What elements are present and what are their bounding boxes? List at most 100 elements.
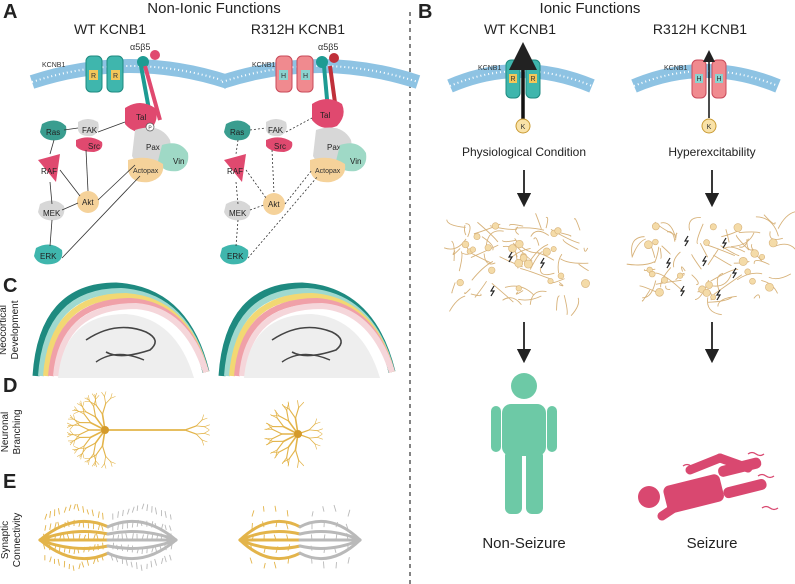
- neurite: [470, 293, 482, 297]
- svg-text:Neuronal: Neuronal: [0, 412, 11, 453]
- dendritic-spine: [121, 533, 124, 541]
- neurite: [560, 232, 572, 237]
- node-actopax: Actopax: [315, 168, 341, 175]
- dendrite: [286, 409, 290, 422]
- neuron-soma: [554, 227, 562, 235]
- dendritic-spine: [97, 511, 100, 518]
- panel-b-mut-label: R312H KCNB1: [653, 21, 747, 37]
- pathway-lines-wt: [49, 121, 141, 259]
- dendrite: [298, 538, 362, 550]
- dendrite: [101, 463, 105, 468]
- dendritic-spine: [275, 521, 278, 528]
- dendritic-spine: [49, 523, 52, 531]
- dendrite: [195, 419, 203, 427]
- neuron-soma: [488, 266, 496, 274]
- dendritic-spine: [63, 522, 66, 528]
- node-raf-shape: [38, 154, 60, 182]
- neurite: [716, 272, 724, 291]
- potassium-ion: [701, 118, 717, 134]
- node-raf-shape: [224, 154, 246, 182]
- dendritic-spine: [73, 547, 76, 555]
- dendrite: [106, 519, 178, 542]
- node-mek: MEK: [229, 209, 247, 218]
- neurite: [735, 234, 750, 251]
- dendritic-spine: [125, 533, 128, 541]
- dendrite: [73, 408, 79, 412]
- potassium-ion: [515, 118, 531, 134]
- dendritic-spine: [110, 555, 114, 561]
- dendrite: [85, 411, 97, 418]
- node-raf: RAF: [227, 167, 243, 176]
- dendrite: [314, 443, 318, 450]
- dendrite: [195, 433, 203, 441]
- neurite: [654, 246, 660, 264]
- node-fak-shape: [78, 119, 99, 137]
- neurite: [738, 231, 761, 234]
- integrin-head: [137, 56, 149, 68]
- dendritic-spine: [263, 506, 265, 512]
- person-standing-icon: [491, 373, 557, 514]
- dendrite: [82, 401, 85, 408]
- dendrite: [104, 391, 107, 397]
- neuron-soma: [759, 253, 766, 260]
- dendritic-spine: [154, 522, 158, 529]
- brain-interior: [58, 314, 194, 378]
- channel-label: KCNB1: [42, 62, 65, 69]
- dendrite: [201, 439, 205, 446]
- wt-outcome-label: Non-Seizure: [482, 535, 565, 552]
- neurite: [675, 272, 685, 281]
- dendritic-spine: [169, 554, 172, 561]
- dendritic-spine: [151, 545, 155, 553]
- neurite: [501, 239, 517, 243]
- phospho-marker: [145, 122, 155, 132]
- residue-box: [715, 74, 723, 83]
- dendritic-spine: [169, 525, 172, 531]
- neurite: [451, 240, 455, 262]
- dendrite: [74, 448, 78, 454]
- node-akt: Akt: [268, 200, 280, 209]
- mutant-condition-label: Hyperexcitability: [668, 145, 755, 159]
- neuron-soma: [768, 238, 778, 248]
- dendritic-spine: [154, 507, 158, 515]
- dendrite: [267, 438, 273, 445]
- residue-box: [89, 70, 98, 80]
- dendrite: [77, 445, 85, 450]
- integrin-head: [316, 56, 328, 68]
- node-actopax-shape: [310, 157, 346, 183]
- dendrite: [204, 430, 210, 434]
- dendritic-spine: [273, 561, 277, 569]
- dendritic-spine: [76, 503, 80, 512]
- neurite: [578, 263, 589, 272]
- neuron-soma: [749, 277, 756, 285]
- dendritic-spine: [72, 533, 75, 541]
- node-talin: Tal: [320, 111, 330, 120]
- dendrite: [201, 439, 208, 443]
- dendrite: [195, 425, 205, 428]
- residue-box: [529, 74, 537, 83]
- neuron-soma: [473, 233, 481, 241]
- dendrite: [201, 414, 205, 421]
- dendritic-spine: [102, 512, 104, 520]
- dendritic-spine: [73, 504, 76, 510]
- neuron-soma: [750, 249, 759, 258]
- dendritic-spine: [165, 533, 169, 541]
- neurite: [558, 281, 564, 287]
- dendrite: [94, 392, 97, 399]
- node-erk: ERK: [227, 252, 244, 261]
- dendritic-spine: [169, 514, 172, 520]
- dendrite: [101, 403, 107, 415]
- neurite: [515, 227, 545, 231]
- neuron-soma: [733, 223, 743, 232]
- dendrite: [82, 452, 85, 459]
- neurite: [556, 295, 560, 311]
- panel-label-d: D: [3, 375, 17, 397]
- neurite: [667, 231, 676, 242]
- dendrite: [80, 400, 82, 407]
- neurite: [699, 243, 709, 258]
- dendritic-spine: [287, 544, 291, 551]
- dendrite: [278, 415, 290, 422]
- dendritic-spine: [68, 504, 72, 512]
- dendritic-spine: [140, 564, 143, 571]
- node-actopax: Actopax: [133, 168, 159, 175]
- dendrite: [88, 453, 95, 461]
